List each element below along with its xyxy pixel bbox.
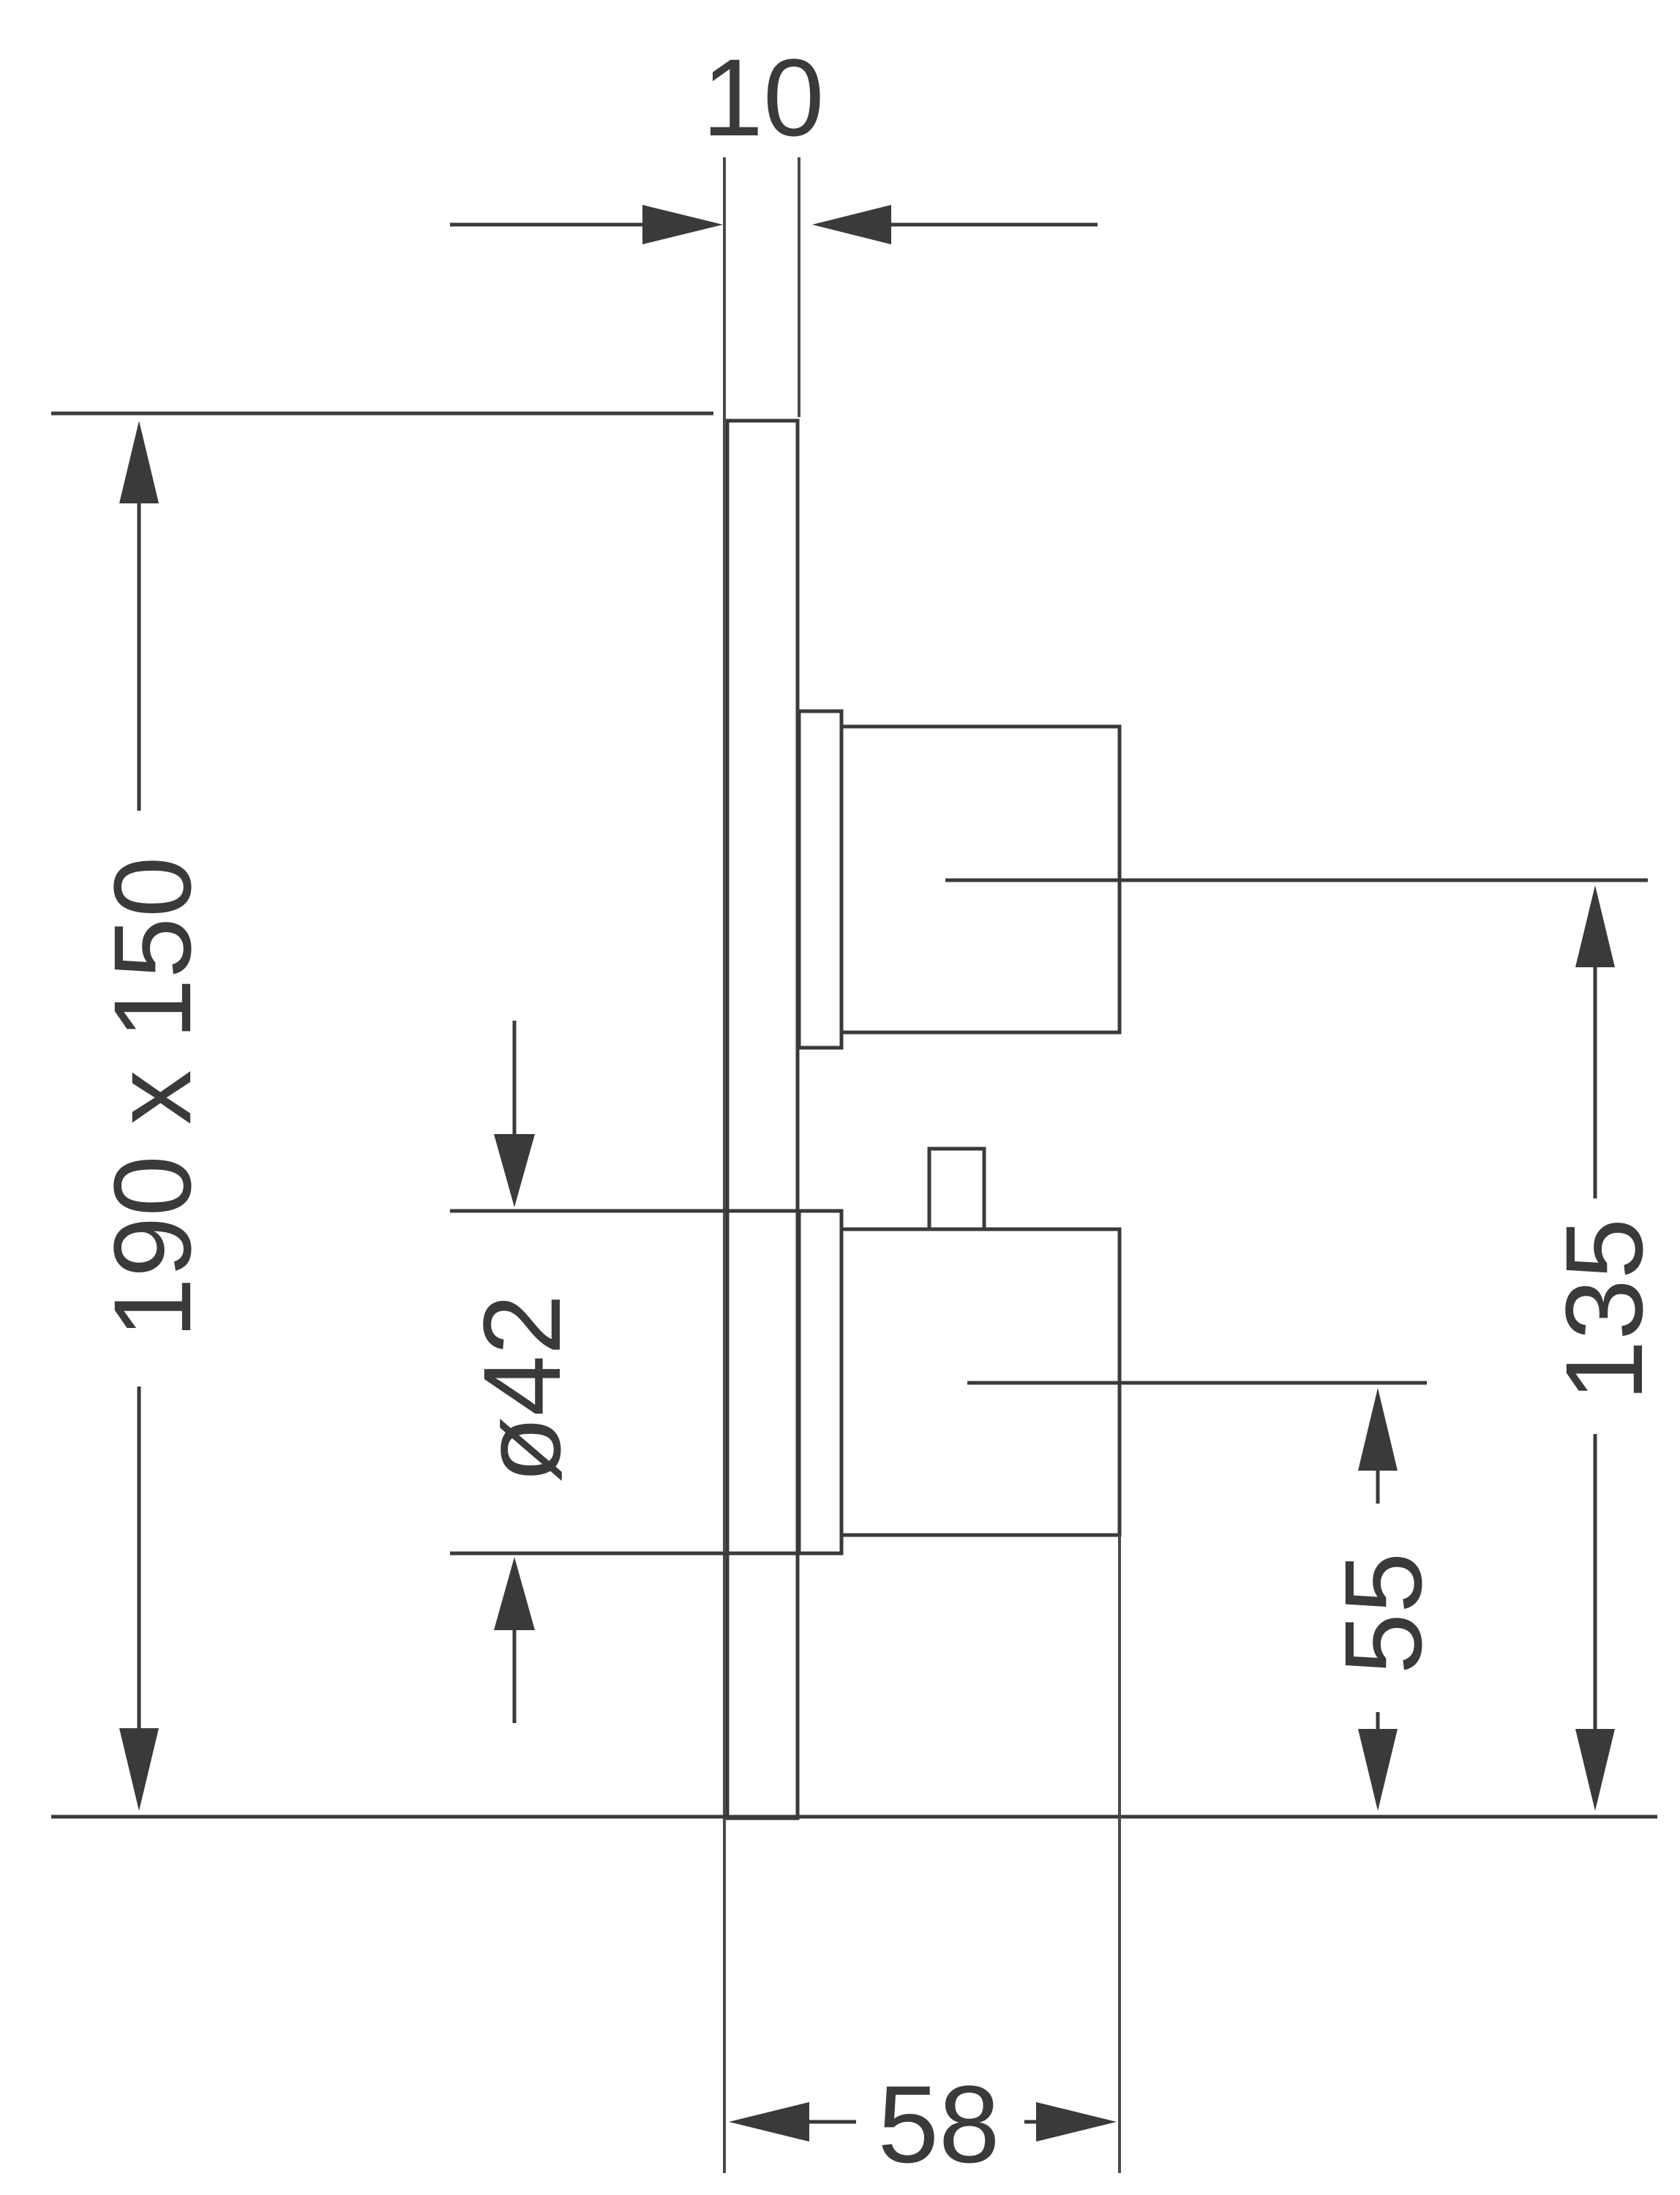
dimension-label-55: 55 — [1321, 1553, 1444, 1675]
dimension-55: 55 — [1321, 1388, 1444, 1811]
dimension-135: 135 — [1542, 885, 1665, 1811]
dimension-diameter-42: ø42 — [460, 1021, 583, 1723]
dimension-label-58: 58 — [878, 2063, 1000, 2185]
dimension-label-190x150: 190 x 150 — [91, 857, 214, 1339]
dimension-10: 10 — [450, 36, 1098, 244]
lower-valve-body — [797, 1147, 1122, 1556]
dimension-label-diameter-42: ø42 — [460, 1294, 583, 1483]
dimension-190x150: 190 x 150 — [91, 421, 214, 1811]
wall-plate — [725, 419, 800, 1820]
dimension-label-135: 135 — [1542, 1218, 1665, 1401]
extension-lines — [51, 157, 1657, 2173]
dimension-58: 58 — [729, 2063, 1117, 2185]
dimension-label-10: 10 — [702, 36, 825, 159]
